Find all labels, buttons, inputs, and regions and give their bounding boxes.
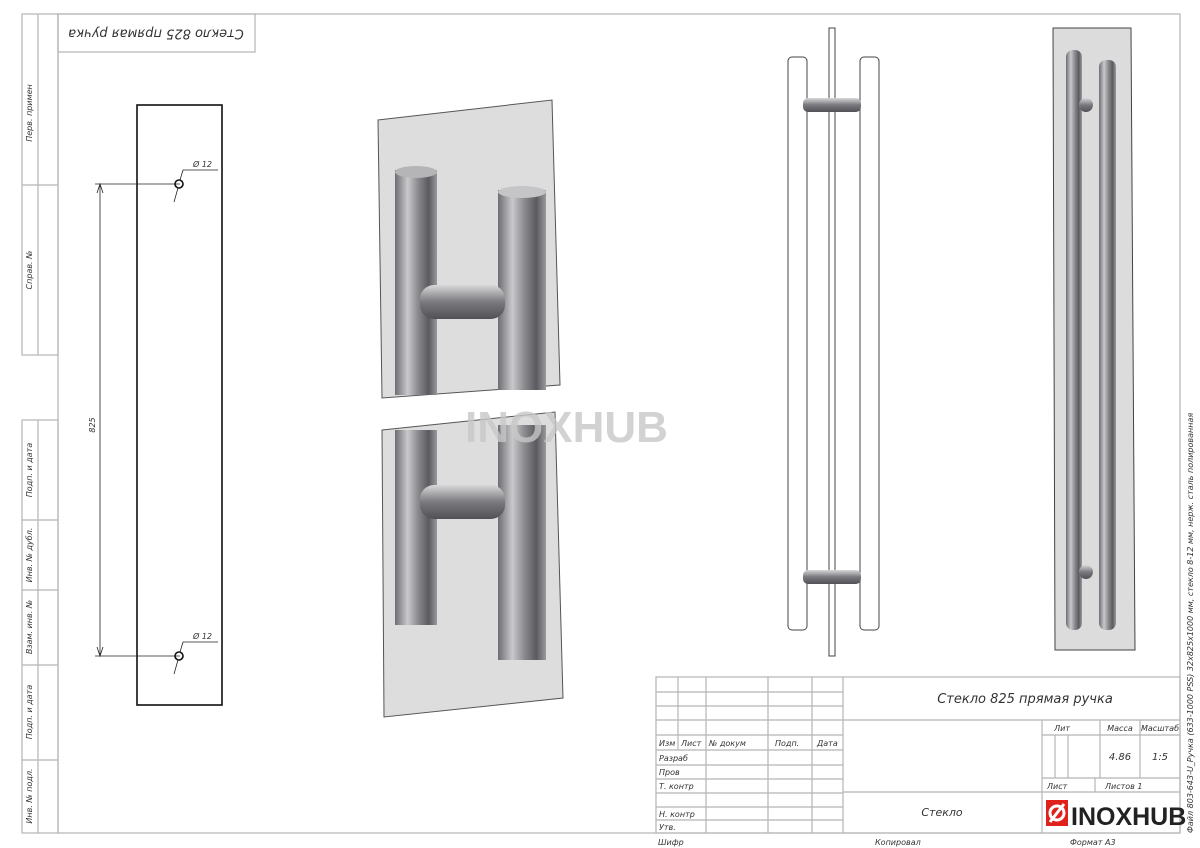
- lit-label: Лит: [1053, 724, 1070, 733]
- logo-text: INOXHUB: [1071, 803, 1186, 831]
- role-label: Утв.: [659, 823, 676, 832]
- flat-view: 825 Ø 12 Ø 12: [88, 104, 223, 706]
- scale-value: 1:5: [1152, 752, 1168, 763]
- header-doc: № докум: [708, 739, 746, 748]
- format-label: Формат А3: [1070, 838, 1116, 847]
- strip-label: Взам. инв. №: [25, 600, 34, 654]
- title-block: Изм Лист № докум Подп. Дата Разраб Пров …: [655, 676, 1186, 847]
- strip-label: Подп. и дата: [25, 443, 34, 498]
- hole-bottom: [174, 651, 184, 661]
- cipher-label: Шифр: [658, 838, 684, 847]
- role-label: Т. контр: [659, 782, 694, 791]
- strip-label: Справ. №: [25, 251, 34, 290]
- sheet-label: Лист: [1046, 782, 1068, 791]
- watermark: INOXHUB: [465, 403, 668, 452]
- material-label: Стекло: [921, 806, 963, 819]
- hole-bottom-label: Ø 12: [192, 631, 212, 641]
- hole-top: [174, 179, 184, 189]
- dimension-length: 825: [88, 417, 97, 432]
- strip-label: Перв. примен: [25, 84, 34, 142]
- header-date: Дата: [816, 739, 838, 748]
- scale-label: Масштаб: [1141, 724, 1179, 733]
- header-list: Лист: [680, 739, 702, 748]
- mass-label: Масса: [1107, 724, 1133, 733]
- role-label: Разраб: [659, 754, 688, 763]
- strip-label: Подп. и дата: [25, 685, 34, 740]
- left-strip: Перв. примен Справ. № Подп. и дата Инв. …: [21, 13, 59, 834]
- copied-label: Копировал: [875, 838, 921, 847]
- strip-label: Инв. № подл.: [25, 768, 34, 823]
- header-izm: Изм: [659, 739, 675, 748]
- front-view: [1052, 27, 1136, 651]
- section-3d-view: INOXHUB: [377, 99, 668, 718]
- role-label: Пров: [659, 768, 680, 777]
- side-caption: Файл 803-643-U_Ручка (633-1000 PSS) 32x8…: [1186, 413, 1195, 833]
- glass-outline: [136, 104, 223, 706]
- side-view: [787, 27, 880, 657]
- inoxhub-logo: INOXHUB: [1046, 800, 1186, 831]
- mass-value: 4.86: [1109, 752, 1131, 763]
- role-label: Н. контр: [659, 810, 695, 819]
- header-sign: Подп.: [775, 739, 799, 748]
- sheets-label: Листов 1: [1104, 782, 1143, 791]
- strip-label: Инв. № дубл.: [25, 528, 34, 583]
- top-stamp-text: Стекло 825 прямая ручка: [68, 26, 244, 41]
- hole-top-label: Ø 12: [192, 159, 212, 169]
- drawing-title: Стекло 825 прямая ручка: [937, 692, 1113, 707]
